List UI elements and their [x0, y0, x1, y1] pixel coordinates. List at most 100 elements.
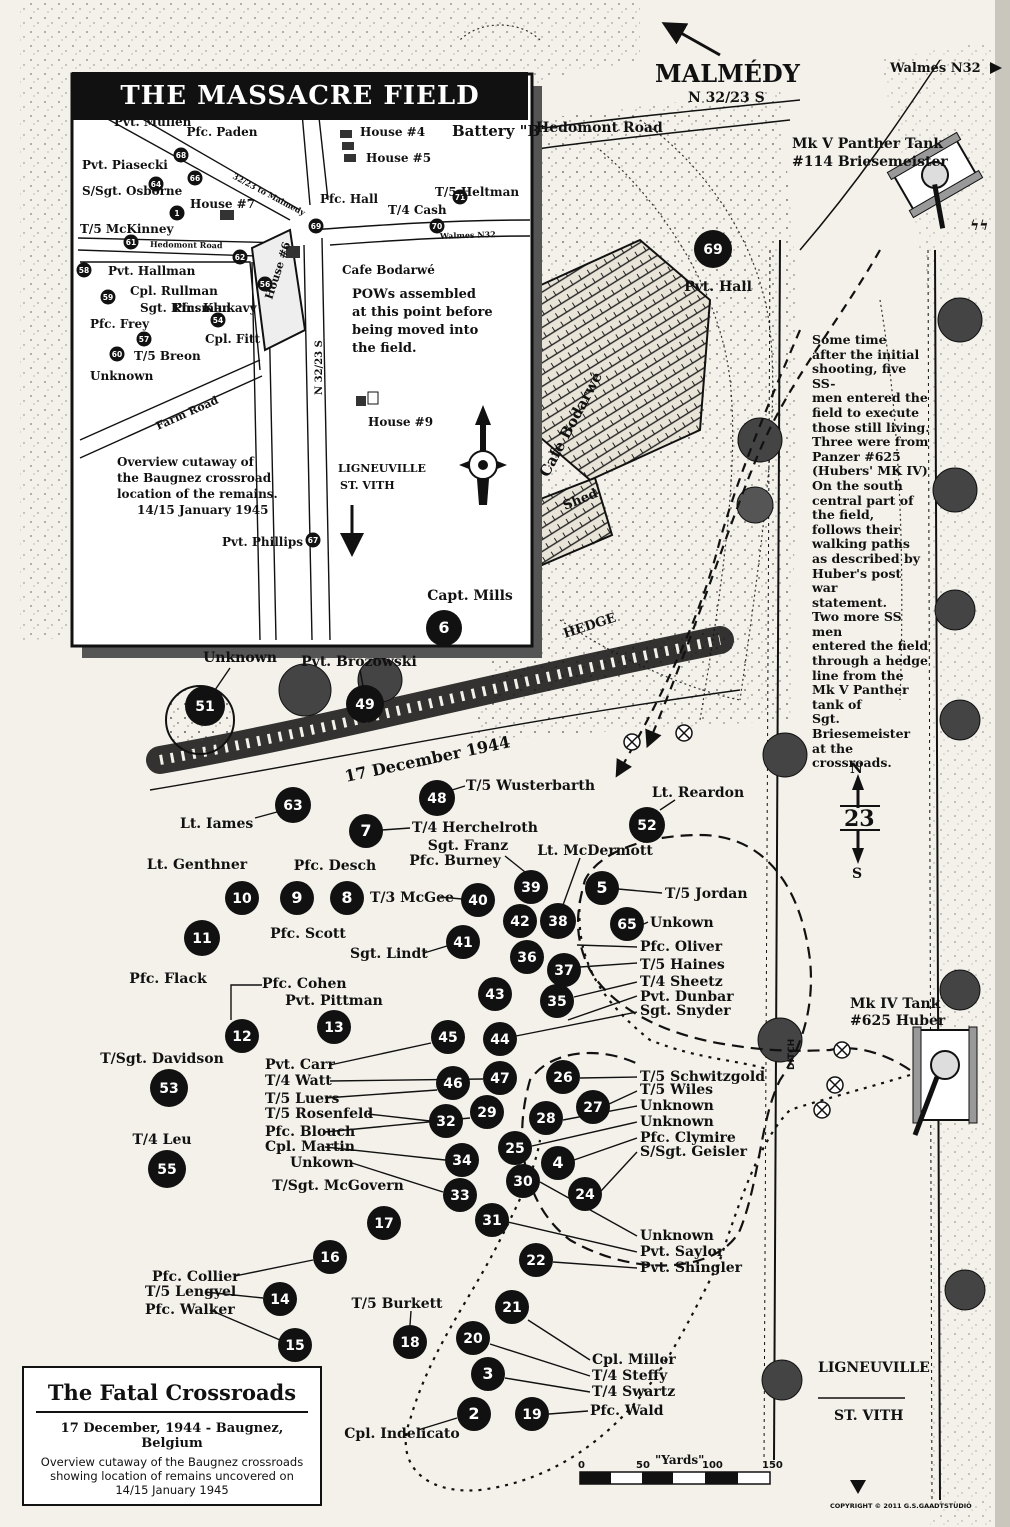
inset-marker-label: S/Sgt. Osborne — [82, 184, 183, 198]
marker-circle — [541, 1146, 575, 1180]
marker-label: T/5 Luers — [265, 1091, 339, 1107]
marker-number: 45 — [438, 1030, 457, 1046]
annotation-line: entered the field — [812, 638, 929, 654]
marker-label: Cpl. Indelicato — [344, 1426, 459, 1442]
inset-ligneuville: LIGNEUVILLE — [338, 462, 426, 475]
marker-circle — [280, 881, 314, 915]
inset-pows-3: being moved into — [352, 323, 479, 338]
inset-hedomont: Hedomont Road — [150, 239, 223, 250]
annotation-line: after the initial — [812, 346, 920, 362]
marker-circle — [529, 1101, 563, 1135]
inset-marker: 57T/5 Breon — [134, 331, 201, 363]
leader-line — [507, 1221, 638, 1253]
marker-number: 18 — [400, 1335, 419, 1351]
marker-circle — [546, 1060, 580, 1094]
leader-line — [573, 1137, 638, 1161]
remains-marker: 55T/4 Leu — [132, 1132, 192, 1188]
hedge-line — [146, 626, 741, 791]
walmes-arrow-icon — [990, 62, 1002, 74]
marker-label: Sgt. Lindt — [350, 946, 428, 962]
marker-number: 29 — [477, 1105, 496, 1121]
inset-marker-number: 61 — [126, 238, 136, 247]
inset-pows-4: the field. — [352, 341, 417, 356]
marker-circle — [313, 1240, 347, 1274]
leader-line — [324, 1146, 446, 1161]
marker-number: 31 — [482, 1213, 501, 1229]
leader-lines — [204, 667, 676, 1431]
marker-circle — [576, 1090, 610, 1124]
inset-n32: N 32/23 S — [314, 340, 325, 395]
marker-number: 11 — [192, 931, 211, 947]
annotation-line: Sgt. Briesemeister — [812, 711, 911, 742]
inset-marker-number: 57 — [139, 335, 149, 344]
inset-battery: Battery "B" — [452, 122, 548, 140]
contour-lines — [459, 24, 903, 721]
marker-circle — [515, 1397, 549, 1431]
annotation-line: the field, — [812, 507, 875, 523]
marker-circle — [470, 1095, 504, 1129]
marker-circle — [419, 780, 455, 816]
scale-tick-0: 0 — [578, 1460, 585, 1471]
path-cross-markers — [623, 724, 851, 1119]
leader-line — [576, 944, 638, 948]
remains-marker: 32T/5 Rosenfeld — [265, 1104, 463, 1138]
mk-iv-tank-icon — [912, 1026, 978, 1136]
inset-marker-circle — [169, 205, 185, 221]
marker-circle — [426, 610, 462, 646]
walmes-label: Walmes N32 — [889, 61, 981, 76]
marker-label: Capt. Mills — [427, 588, 513, 604]
annotation-line: as described by — [812, 550, 920, 566]
marker-label: Cpl. Miller — [592, 1352, 676, 1368]
marker-circle — [184, 920, 220, 956]
inset-marker-circle — [452, 189, 468, 205]
leader-line — [548, 1410, 589, 1415]
marker-number: 13 — [324, 1020, 343, 1036]
inset-house7: House #7 — [190, 197, 255, 211]
inset-marker-label: Pfc. Hall — [320, 192, 379, 206]
annotation-line: men entered the — [812, 390, 928, 406]
leader-line — [643, 921, 649, 925]
marker-label: T/Sgt. McGovern — [272, 1178, 404, 1194]
marker-circle — [629, 807, 665, 843]
inset-marker-circle — [210, 312, 226, 328]
leader-line — [579, 962, 638, 968]
marker-circle — [429, 1104, 463, 1138]
annotation-line: walking paths — [812, 536, 910, 552]
inset-marker-label: Pvt. Hallman — [108, 264, 196, 278]
inset-overview-1: Overview cutaway of — [117, 455, 255, 469]
inset-pows-1: POWs assembled — [352, 287, 476, 302]
scale-title: "Yards" — [655, 1453, 704, 1467]
leader-line — [659, 799, 676, 811]
annotation-line: shooting, five SS- — [812, 361, 907, 391]
annotation-line: follows their — [812, 521, 900, 537]
marker-number: 10 — [232, 891, 252, 907]
leader-line — [417, 1417, 458, 1431]
inset-marker-label: Pfc. Paden — [186, 125, 257, 139]
inset-marker-label: T/5 Breon — [134, 349, 201, 363]
marker-circle — [483, 1061, 517, 1095]
inset-marker-number: 66 — [190, 174, 200, 183]
marker-label: Sgt. Snyder — [640, 1003, 731, 1019]
marker-circle — [568, 1177, 602, 1211]
marker-number: 2 — [468, 1404, 479, 1423]
marker-circle — [514, 870, 548, 904]
remains-marker: 27T/5 Wiles — [576, 1082, 713, 1124]
